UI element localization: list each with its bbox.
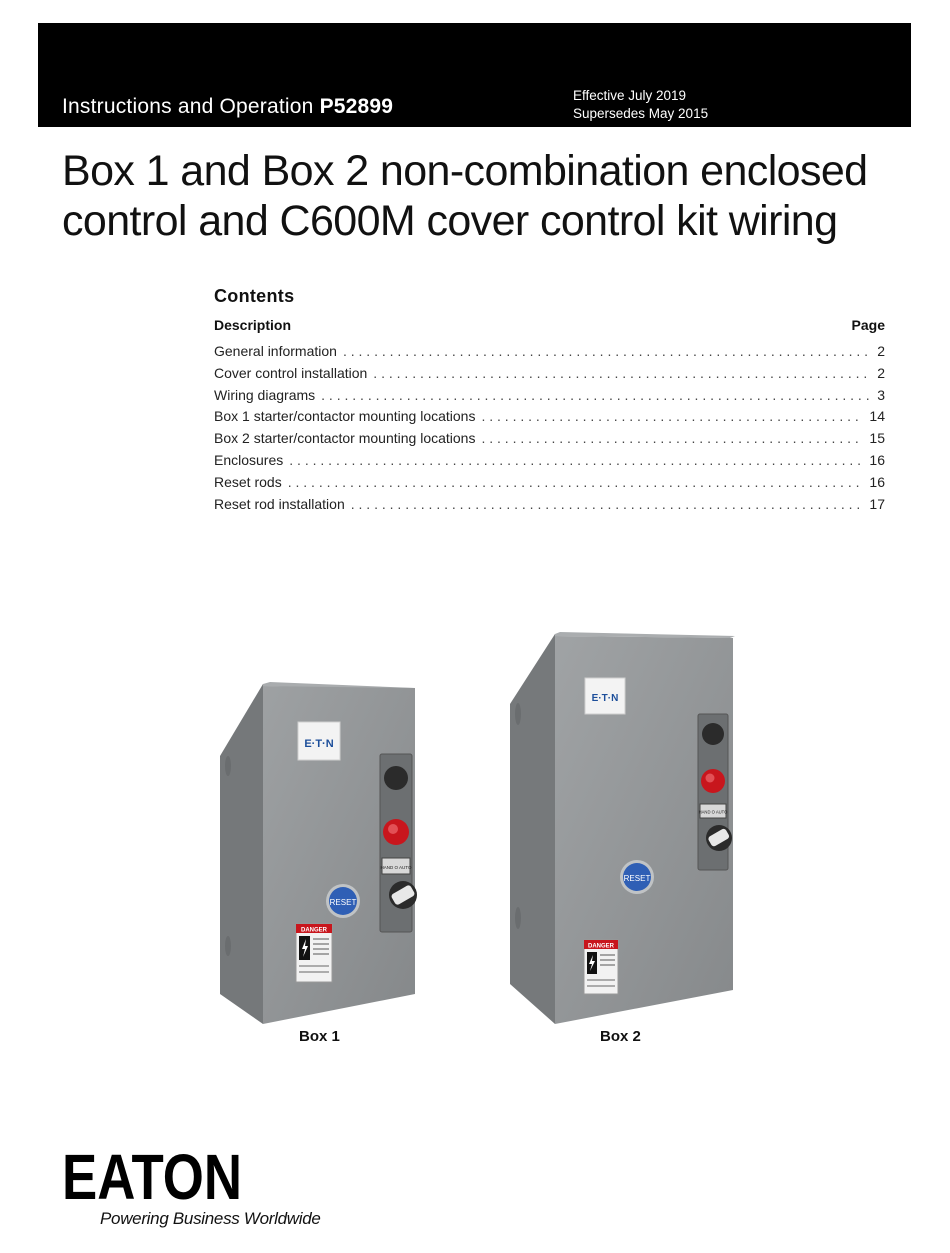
toc-entry[interactable]: Box 2 starter/contactor mounting locatio… — [214, 430, 885, 452]
document-number: P52899 — [319, 95, 394, 118]
box2-enclosure-photo: E·T·N HAND O AUTO RESET DANGER — [510, 632, 735, 1024]
svg-text:RESET: RESET — [330, 898, 357, 907]
box2-caption: Box 2 — [600, 1028, 641, 1045]
toc-list: General information 2 Cover control insta… — [214, 343, 885, 517]
toc-entry-label[interactable]: General information — [214, 343, 337, 359]
toc-page-header: Page — [851, 317, 885, 333]
toc-entry[interactable]: Reset rod installation 17 — [214, 496, 885, 518]
pilot-light-icon — [702, 723, 724, 745]
toc-leader-dots — [321, 387, 871, 403]
toc-leader-dots — [288, 474, 864, 490]
toc-entry-page[interactable]: 16 — [869, 451, 885, 468]
document-type-label: Instructions and Operation — [62, 95, 314, 118]
svg-text:E·T·N: E·T·N — [304, 738, 333, 750]
effective-date: Effective July 2019 — [573, 88, 687, 103]
toc-header-row: Description Page — [214, 317, 885, 333]
eaton-nameplate-icon — [297, 721, 341, 761]
supersedes-date: Supersedes May 2015 — [573, 106, 709, 121]
toc-entry[interactable]: General information 2 — [214, 343, 885, 365]
table-of-contents: Contents Description Page General inform… — [214, 286, 885, 517]
toc-entry-label[interactable]: Reset rods — [214, 473, 282, 490]
toc-leader-dots — [373, 365, 871, 381]
toc-entry-page[interactable]: 2 — [877, 364, 885, 381]
toc-entry[interactable]: Box 1 starter/contactor mounting locatio… — [214, 408, 885, 430]
toc-entry-label[interactable]: Reset rod installation — [214, 495, 345, 512]
pilot-light-icon — [384, 766, 408, 790]
toc-entry-page[interactable]: 3 — [877, 386, 885, 403]
toc-leader-dots — [351, 496, 864, 512]
toc-entry[interactable]: Wiring diagrams 3 — [214, 387, 885, 409]
svg-text:DANGER: DANGER — [588, 944, 615, 950]
brand-tagline: Powering Business Worldwide — [100, 1209, 321, 1228]
box1-caption: Box 1 — [299, 1028, 340, 1045]
reset-button-icon — [623, 863, 651, 891]
reset-button-icon — [329, 887, 357, 915]
toc-entry-label[interactable]: Enclosures — [214, 451, 284, 468]
toc-entry-page[interactable]: 17 — [869, 495, 885, 512]
toc-leader-dots — [343, 343, 871, 359]
toc-entry-label[interactable]: Box 1 starter/contactor mounting locatio… — [214, 408, 476, 425]
toc-entry-page[interactable]: 14 — [869, 408, 885, 425]
toc-entry-page[interactable]: 16 — [869, 473, 885, 490]
toc-leader-dots — [481, 408, 863, 424]
toc-entry[interactable]: Reset rods 16 — [214, 474, 885, 496]
eaton-logo-icon: EATON — [62, 1150, 242, 1202]
svg-text:E·T·N: E·T·N — [592, 693, 619, 704]
svg-text:HAND O AUTO: HAND O AUTO — [381, 865, 412, 870]
contents-heading: Contents — [214, 286, 295, 306]
svg-text:RESET: RESET — [624, 874, 651, 883]
effective-dates: Effective July 2019 Supersedes May 2015 — [573, 87, 708, 123]
svg-text:DANGER: DANGER — [301, 928, 328, 934]
toc-description-header: Description — [214, 317, 292, 333]
toc-entry-label[interactable]: Cover control installation — [214, 364, 368, 381]
toc-leader-dots — [289, 452, 863, 468]
box1-enclosure-photo: E·T·N HAND O AUTO RESET DANGER — [220, 682, 417, 1024]
toc-entry[interactable]: Cover control installation 2 — [214, 365, 885, 387]
toc-entry-label[interactable]: Box 2 starter/contactor mounting locatio… — [214, 430, 476, 447]
svg-text:EATON: EATON — [62, 1150, 242, 1202]
svg-text:HAND O AUTO: HAND O AUTO — [699, 810, 729, 815]
toc-entry-page[interactable]: 2 — [877, 343, 885, 359]
header-bar: Instructions and Operation P52899 Effect… — [38, 23, 911, 127]
toc-entry[interactable]: Enclosures 16 — [214, 452, 885, 474]
toc-entry-page[interactable]: 15 — [869, 430, 885, 447]
toc-leader-dots — [481, 430, 863, 446]
toc-entry-label[interactable]: Wiring diagrams — [214, 386, 316, 403]
document-type: Instructions and Operation P52899 — [62, 95, 393, 119]
page-title: Box 1 and Box 2 non-combination enclosed… — [62, 147, 868, 245]
eaton-nameplate-icon — [584, 677, 626, 715]
